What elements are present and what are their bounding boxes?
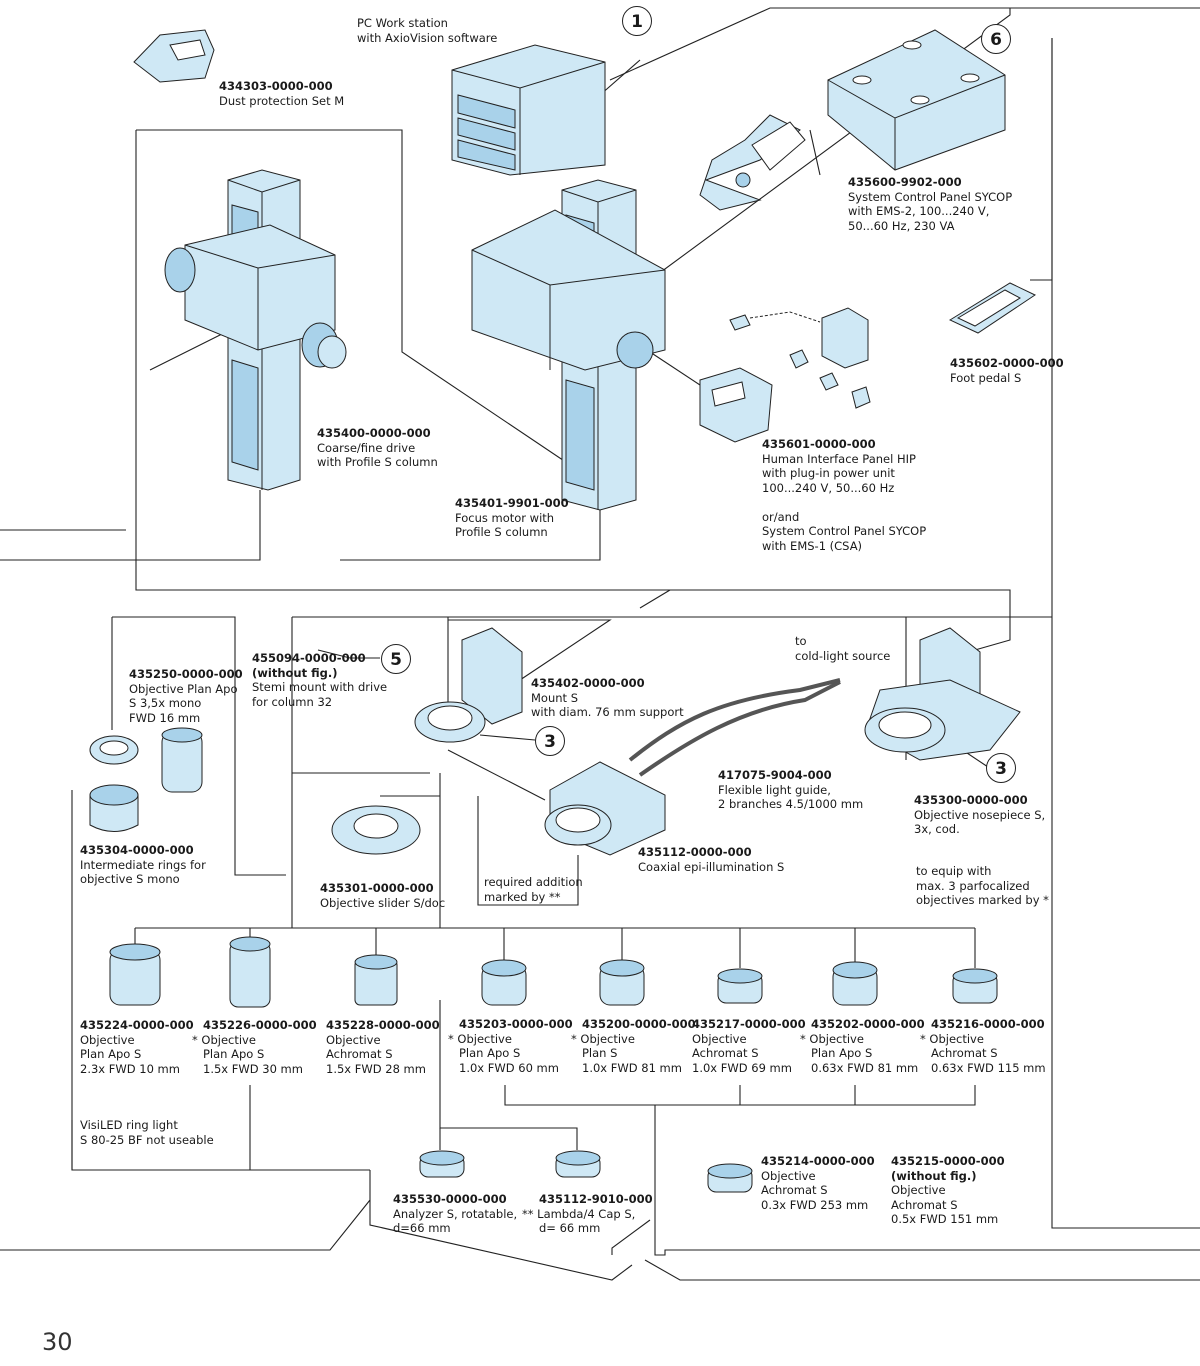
callout-3-nosepiece: 3 bbox=[986, 753, 1016, 783]
page-number: 30 bbox=[42, 1328, 73, 1356]
callout-5: 5 bbox=[381, 644, 411, 674]
callout-3-mount: 3 bbox=[535, 726, 565, 756]
label-stemi-mount: 455094-0000-000(without fig.)Stemi mount… bbox=[252, 651, 388, 709]
label-lambda-cap: 435112-9010-000** Lambda/4 Cap S,d= 66 m… bbox=[522, 1192, 653, 1235]
callout-1: 1 bbox=[622, 6, 652, 36]
callout-6: 6 bbox=[981, 24, 1011, 54]
